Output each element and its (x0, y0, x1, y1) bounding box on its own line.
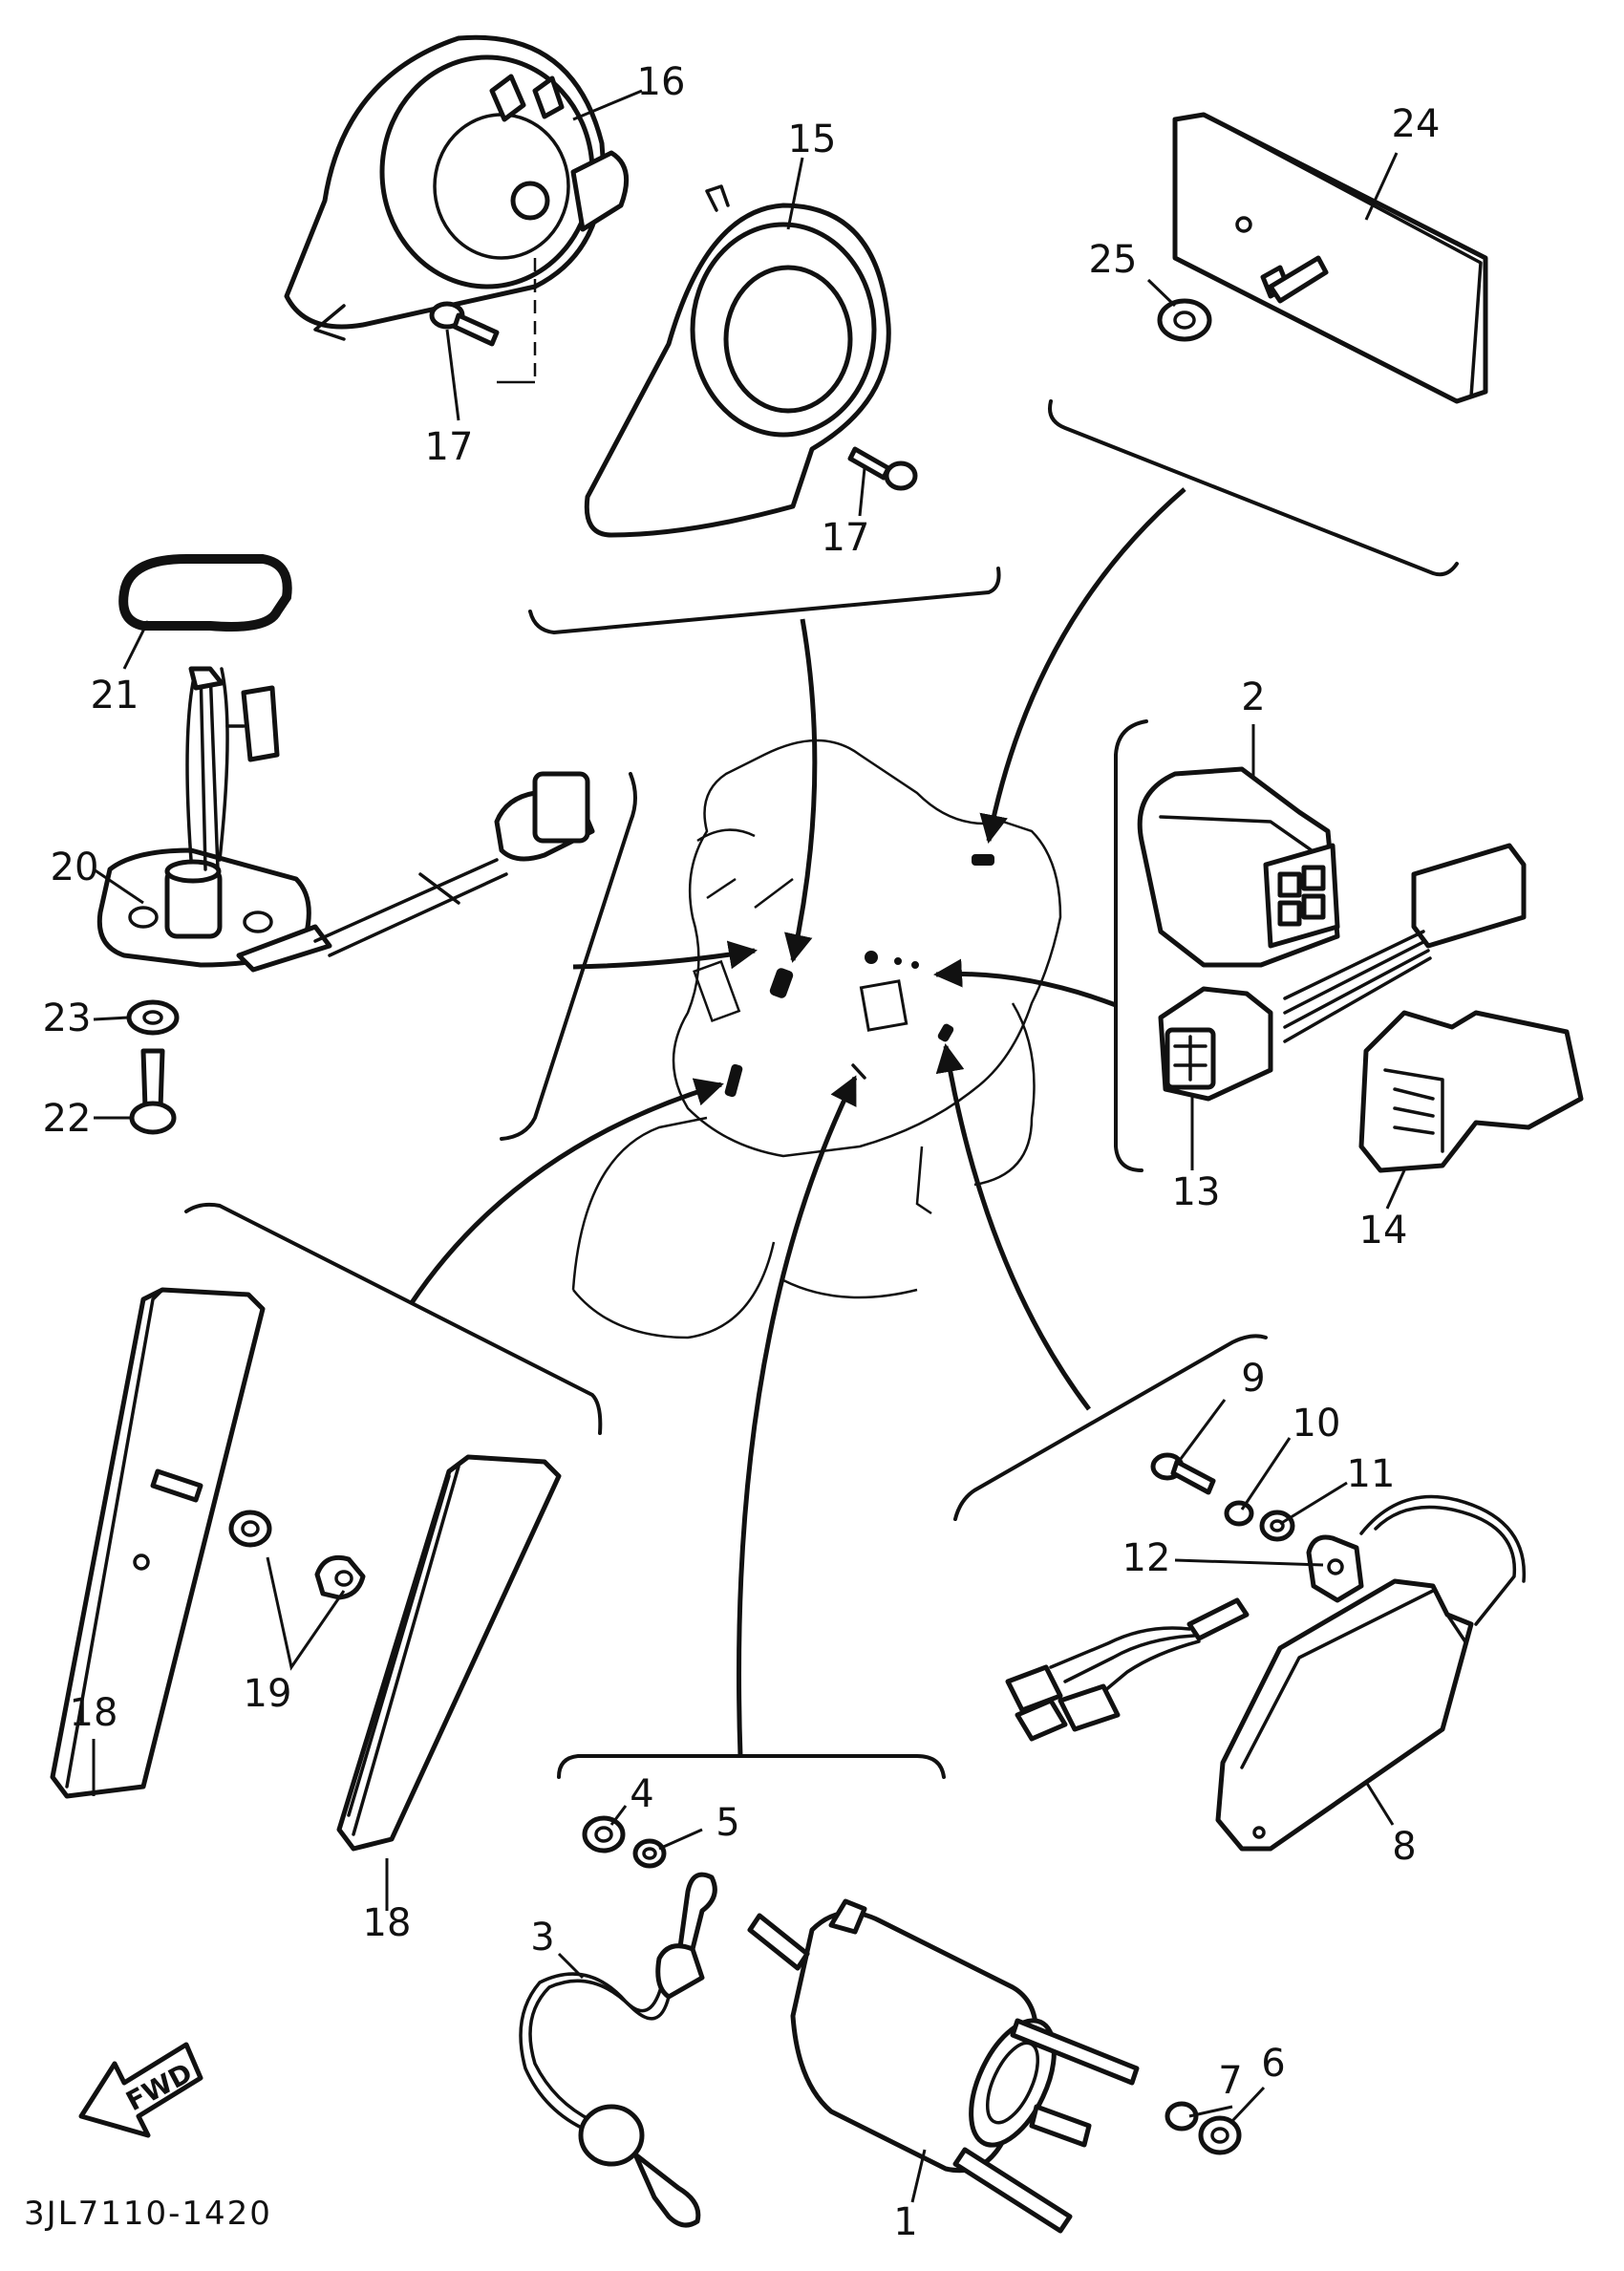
callout-10: 10 (1293, 1402, 1341, 1446)
callout-2: 2 (1241, 675, 1265, 719)
bolt-17a (429, 258, 537, 384)
nut-6 (1198, 2115, 1242, 2155)
callout-17a: 17 (425, 425, 474, 469)
horn-15 (584, 184, 891, 538)
washer-11 (1259, 1510, 1295, 1542)
callout-12: 12 (1122, 1536, 1171, 1580)
callout-11: 11 (1347, 1452, 1396, 1496)
side-reflector-18b (336, 1454, 562, 1852)
locator-arrows (408, 487, 1186, 1757)
lead-wire-3 (519, 1872, 717, 2228)
callout-18b: 18 (363, 1901, 412, 1945)
callout-9: 9 (1241, 1357, 1265, 1401)
callout-leaders (92, 89, 1406, 2203)
washer-7 (1165, 2101, 1199, 2132)
callout-3: 3 (530, 1916, 554, 1960)
callout-6: 6 (1261, 2042, 1285, 2086)
washer-23 (126, 999, 180, 1036)
callout-23: 23 (43, 996, 92, 1040)
bolt-9 (1150, 1452, 1216, 1495)
callout-22: 22 (43, 1097, 92, 1141)
rectifier-8 (1215, 1494, 1527, 1852)
callout-18a: 18 (70, 1691, 118, 1735)
nut-19b (314, 1554, 366, 1600)
clamp-12 (1306, 1534, 1364, 1603)
callout-17b: 17 (822, 516, 870, 560)
fuel-sender-20 (96, 666, 595, 973)
connector-14 (1358, 1010, 1584, 1173)
callout-5: 5 (716, 1801, 739, 1845)
callout-14: 14 (1359, 1209, 1408, 1253)
callout-1: 1 (893, 2200, 917, 2244)
screw-22 (129, 1048, 177, 1135)
callout-13: 13 (1172, 1170, 1221, 1214)
reflector-24 (1172, 112, 1488, 404)
locator-marks (724, 854, 994, 1098)
callout-24: 24 (1392, 102, 1441, 146)
nut-19a (228, 1510, 272, 1548)
relay-2 (1137, 766, 1340, 968)
nut-4 (582, 1815, 626, 1853)
callout-4: 4 (630, 1772, 653, 1816)
grouping-braces (184, 399, 1459, 1779)
callout-21: 21 (91, 674, 139, 718)
callout-20: 20 (51, 846, 99, 889)
horn-16 (284, 34, 630, 341)
side-reflector-18a (50, 1287, 266, 1799)
bolt-17b (847, 446, 918, 491)
rectifier-wires (1005, 1597, 1250, 1742)
connector-13 (1158, 986, 1273, 1102)
callout-16: 16 (637, 60, 686, 104)
callout-labels: 16 15 17 17 24 25 21 20 23 22 2 13 14 18… (43, 60, 1441, 2244)
callout-7: 7 (1218, 2059, 1242, 2103)
diagram-code: 3JL7110-1420 (24, 2195, 272, 2233)
washer-10 (1224, 1500, 1254, 1527)
washer-5 (632, 1838, 667, 1869)
starter-relay-1 (747, 1898, 1140, 2234)
motorcycle-silhouette (571, 739, 1062, 1339)
nut-25 (1157, 298, 1212, 342)
callout-19: 19 (244, 1672, 292, 1716)
callout-25: 25 (1089, 238, 1138, 282)
forward-direction-arrow: FWD (78, 2042, 203, 2138)
callout-15: 15 (788, 118, 837, 161)
gasket-21 (118, 554, 292, 632)
harness-connector (1283, 843, 1527, 1043)
callout-8: 8 (1392, 1825, 1416, 1869)
